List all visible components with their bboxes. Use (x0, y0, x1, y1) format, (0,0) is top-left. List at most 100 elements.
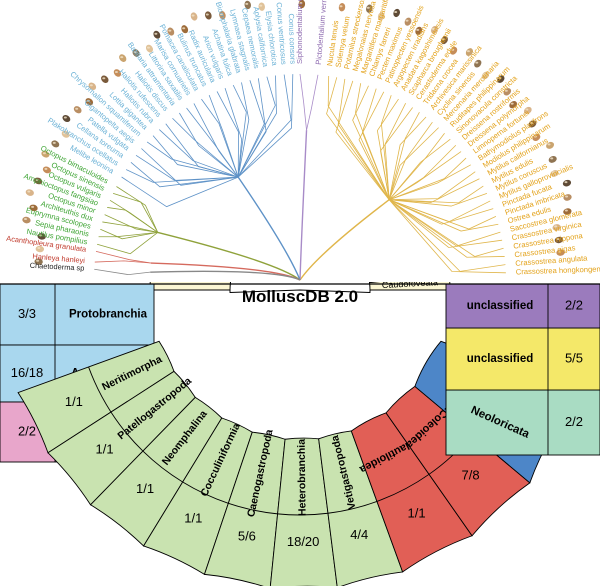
subclass-count: 2/2 (18, 423, 36, 438)
clade-scaphopoda: Pictodentalium vernedeiSiphonodentalium … (295, 0, 330, 65)
shell-icon (61, 130, 70, 138)
shell-icon (132, 49, 140, 57)
tree-branch (388, 127, 439, 200)
class-segment (149, 282, 231, 291)
shell-icon (503, 88, 512, 96)
tree-branch (389, 199, 497, 230)
tree-branch (389, 171, 476, 201)
shell-icon (244, 0, 251, 10)
tree-branch (193, 103, 239, 178)
tree-branch (388, 199, 506, 272)
shell-icon (465, 48, 474, 56)
subclass-count: 18/20 (287, 534, 320, 549)
shell-icon (41, 150, 50, 158)
shell-icon (25, 189, 34, 196)
shell-icon (88, 82, 97, 90)
shell-icon (85, 98, 94, 106)
shell-icon (481, 71, 490, 80)
tree-branch (389, 193, 488, 207)
tree-branch (112, 192, 159, 233)
tree-branch (94, 260, 151, 264)
tree-branch (237, 78, 267, 178)
tree-branch (389, 178, 480, 203)
branches-bivalvia (299, 75, 506, 281)
tree-branch (237, 74, 292, 178)
shell-icon (37, 233, 46, 240)
tree-branch (337, 78, 390, 200)
tree-branch (157, 231, 301, 281)
shell-icon (338, 3, 346, 12)
shell-icon (377, 12, 385, 21)
tree-branch (237, 74, 294, 178)
tree-branch (388, 199, 506, 274)
shell-icon (34, 177, 43, 185)
tree-branch (100, 228, 158, 240)
tree-branch (104, 214, 158, 233)
shell-icon (552, 224, 561, 231)
tree-branch (201, 98, 239, 178)
shell-icon (523, 106, 532, 115)
tree-branch (389, 199, 499, 232)
shell-icon (548, 156, 557, 163)
tree-branch (94, 268, 151, 276)
species-label: Conus consors (287, 13, 298, 64)
tree-branch (299, 130, 308, 281)
subclass-count: 16/18 (11, 365, 44, 380)
tree-branch (107, 207, 158, 233)
class-label: Solenogastres (379, 258, 438, 279)
tree-branch (135, 154, 239, 181)
tree-branch (97, 232, 158, 255)
class-label: Bivalvia (172, 252, 210, 272)
tree-branch (299, 73, 307, 131)
shell-icon (546, 141, 555, 149)
tree-branch (224, 87, 243, 178)
shell-icon (509, 101, 517, 109)
tree-branch (384, 102, 407, 200)
class-segment (200, 140, 380, 238)
tree-branch (388, 133, 445, 200)
shell-icon (181, 25, 189, 34)
shell-icon (22, 216, 31, 224)
tree-branch (389, 185, 484, 204)
tree-branch (376, 98, 399, 200)
tree-branch (216, 91, 239, 178)
tree-branch (159, 129, 239, 178)
subclass-count: 2/2 (565, 414, 583, 429)
subclass-count: 1/1 (184, 510, 202, 525)
shell-icon (73, 106, 82, 114)
shell-icon (101, 75, 109, 84)
subclass-count: 4/4 (350, 527, 368, 542)
class-label: Polyplacophora (371, 230, 432, 263)
main-title: MolluscDB 2.0 (242, 287, 358, 306)
shell-icon (532, 134, 541, 142)
shell-icon (145, 44, 154, 53)
class-segment (168, 179, 254, 258)
tree-branch (389, 157, 467, 201)
subclass-label: Heterobranchia (296, 439, 309, 516)
shell-icon (497, 75, 505, 83)
branches-cephalopoda (97, 186, 301, 281)
tree-branch (389, 199, 491, 223)
shell-icon (556, 249, 565, 256)
tree-branch (388, 111, 420, 200)
tree-branch (125, 169, 239, 183)
tree-branch (116, 186, 159, 233)
tree-branch (388, 199, 505, 258)
tree-branch (237, 80, 265, 178)
shell-icon (550, 170, 559, 177)
tree-branch (98, 232, 158, 238)
shell-icon (554, 236, 564, 244)
tree-branch (355, 83, 390, 200)
branches-gastropoda (121, 74, 301, 281)
class-segment (337, 163, 415, 245)
shell-icon (219, 11, 226, 20)
